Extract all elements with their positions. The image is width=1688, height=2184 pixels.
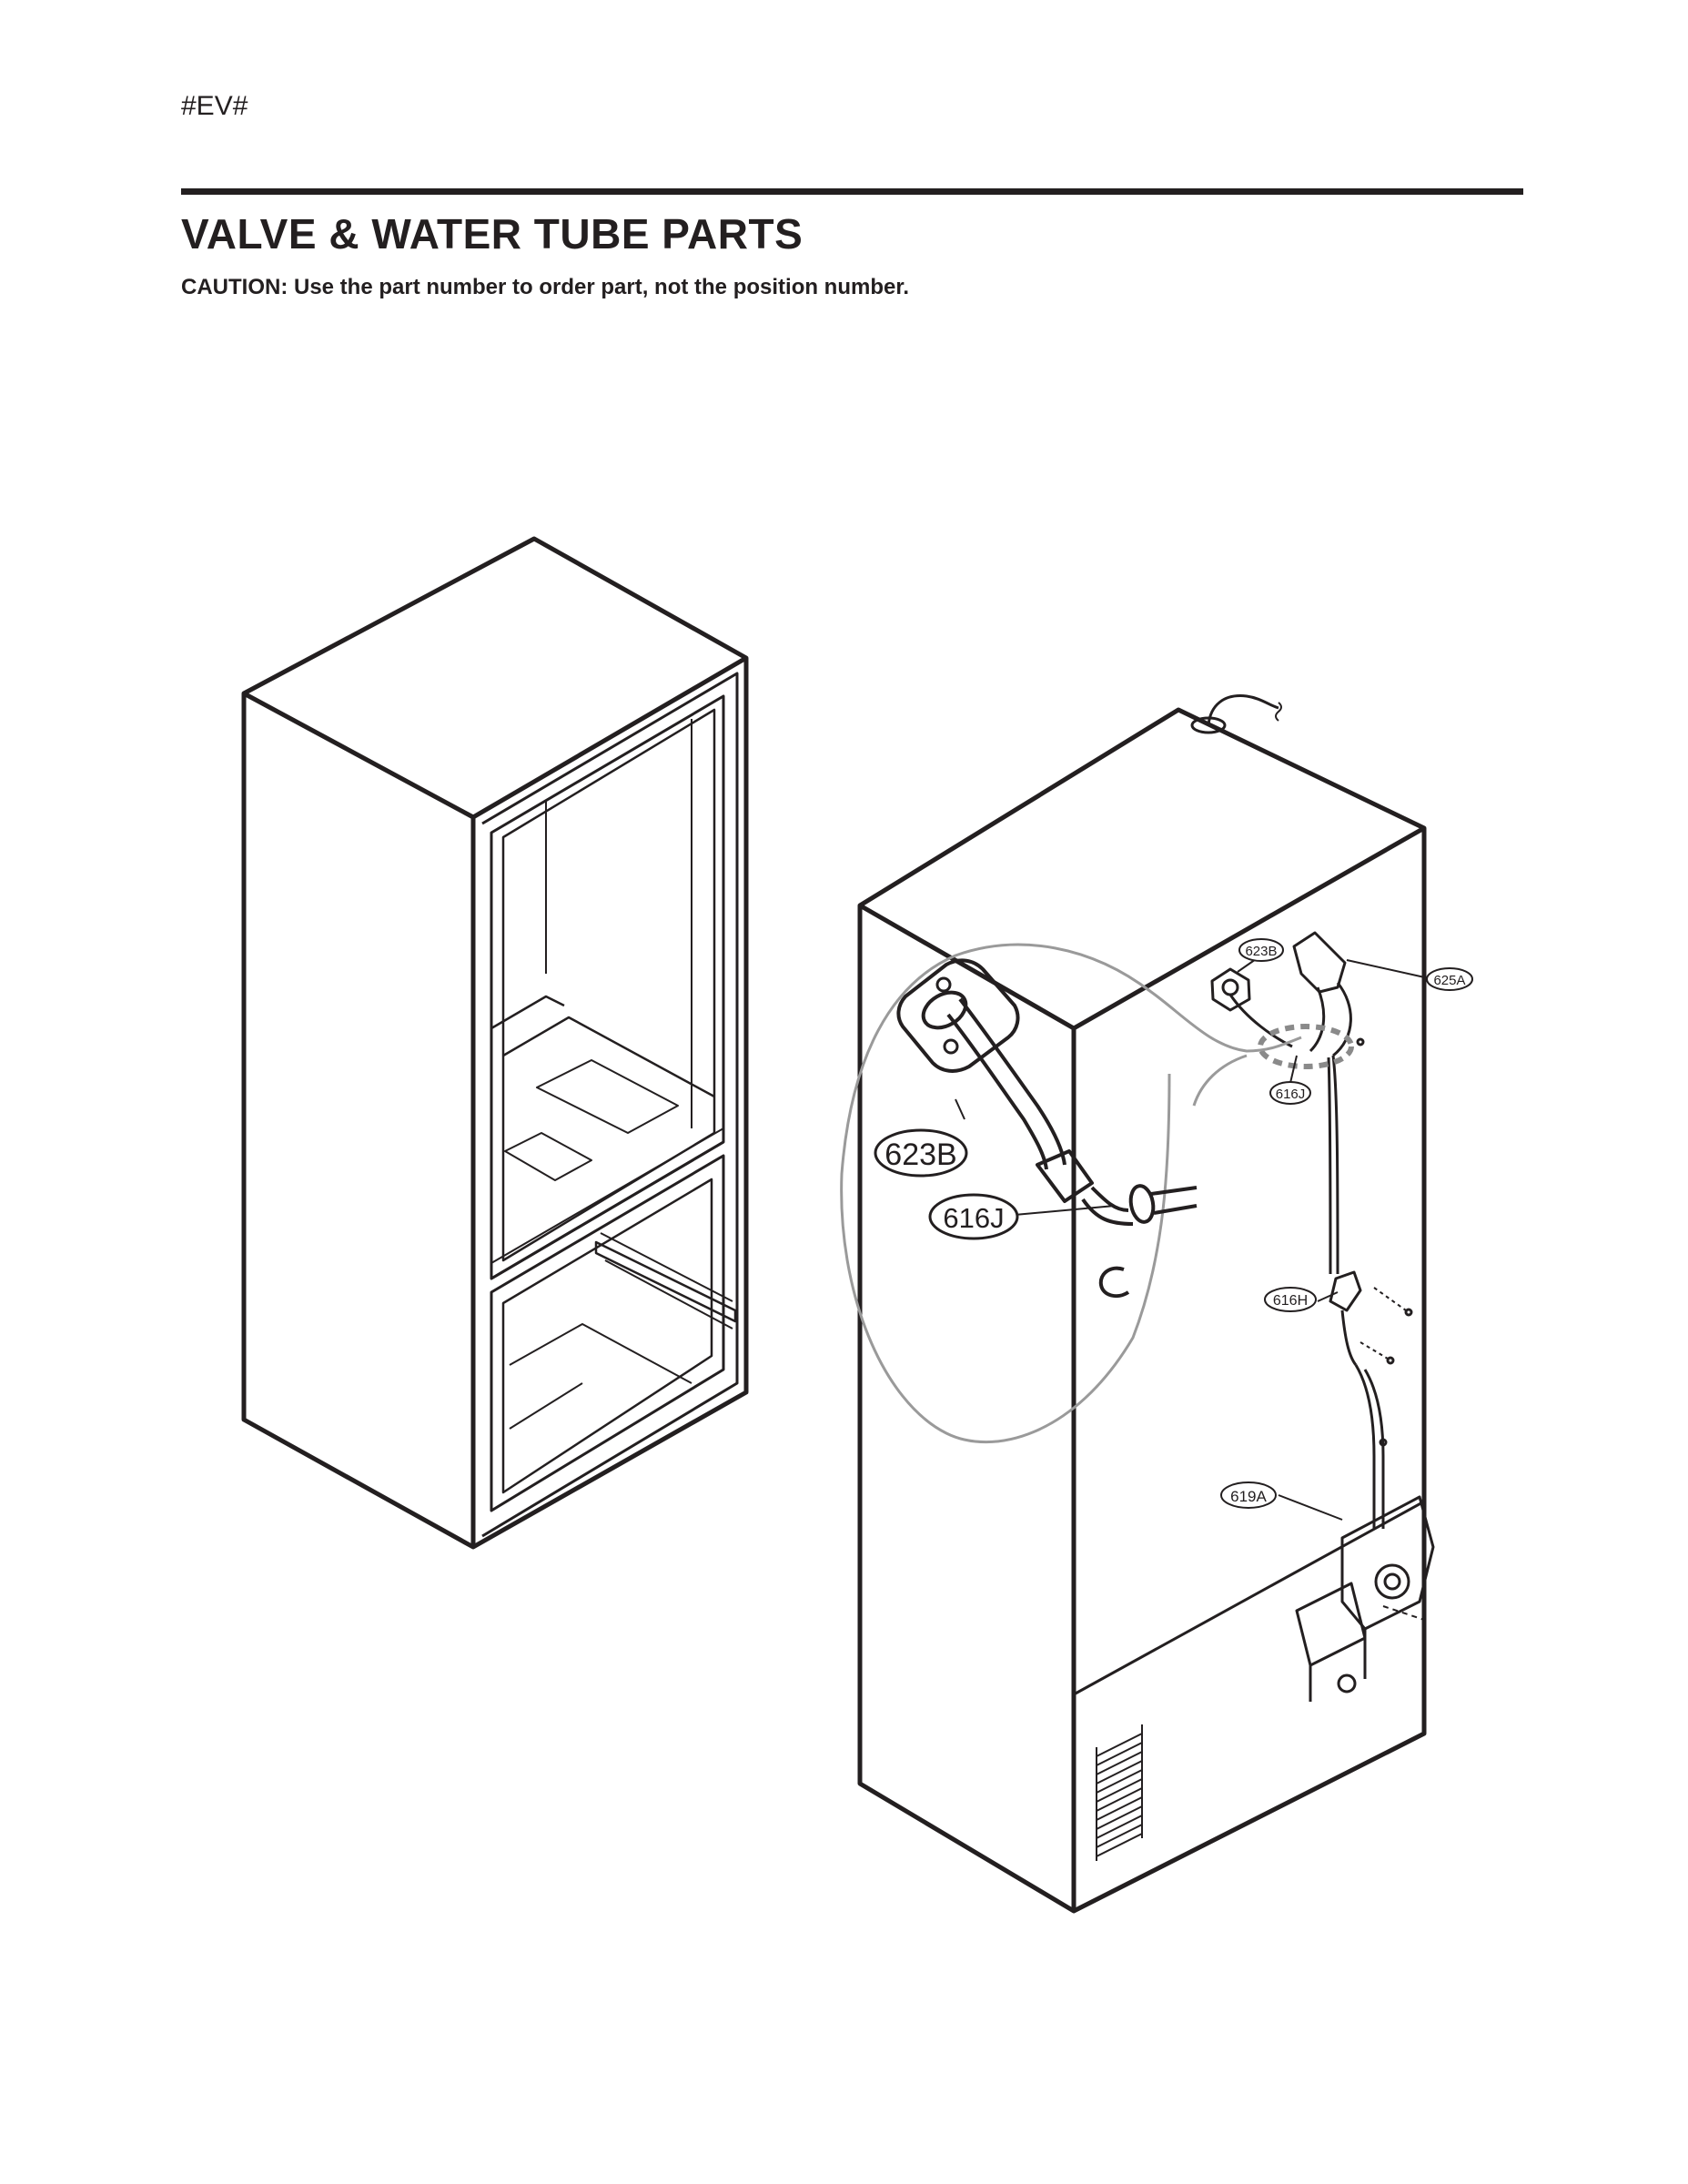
detail-magnifier [840,943,1302,1444]
callout-616H: 616H [1264,1287,1317,1312]
svg-text:619A: 619A [1230,1488,1267,1505]
svg-text:616J: 616J [943,1202,1004,1234]
callout-616J-small: 616J [1269,1081,1311,1105]
page-code: #EV# [181,91,248,121]
callout-625A: 625A [1426,967,1473,991]
callout-616J-large: 616J [928,1193,1019,1240]
callout-623B-large: 623B [874,1128,968,1178]
water-tube-assembly [1210,931,1435,1702]
svg-text:623B: 623B [1245,944,1277,959]
refrigerator-cabinet-rear [857,694,1427,1914]
svg-text:623B: 623B [884,1138,956,1172]
page-title: VALVE & WATER TUBE PARTS [181,210,804,258]
callout-619A: 619A [1220,1481,1277,1509]
refrigerator-cabinet-front [241,536,749,1550]
svg-text:616J: 616J [1276,1087,1306,1102]
caution-note: CAUTION: Use the part number to order pa… [181,275,910,299]
svg-text:616H: 616H [1273,1293,1308,1309]
callout-623B-small: 623B [1238,938,1284,962]
title-rule [181,188,1523,195]
svg-text:625A: 625A [1433,973,1465,988]
